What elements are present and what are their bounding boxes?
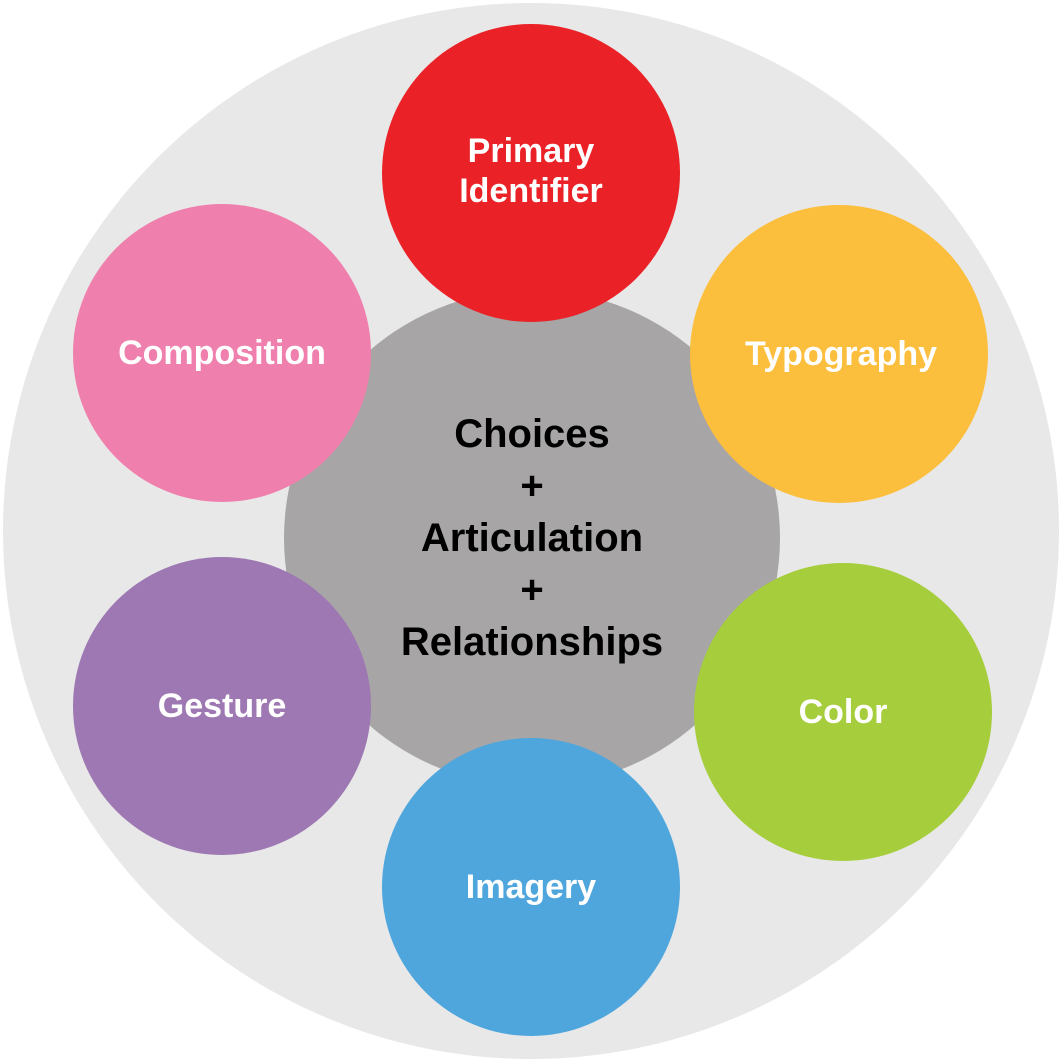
node-label-identifier: Identifier [459, 172, 603, 210]
node-label-typography: Typography [744, 335, 938, 373]
node-label-primary: Primary [467, 132, 595, 170]
node-imagery: Imagery [382, 738, 680, 1036]
center-line-articulation: Articulation [420, 516, 644, 560]
node-label-composition: Composition [118, 334, 326, 372]
node-typography: Typography [690, 205, 988, 503]
node-color: Color [694, 563, 992, 861]
center-line-plus-2: + [520, 568, 544, 612]
node-label-imagery: Imagery [465, 868, 597, 906]
center-line-plus-1: + [520, 464, 544, 508]
center-line-relationships: Relationships [400, 620, 664, 664]
center-line-choices: Choices [454, 412, 610, 456]
node-label-gesture: Gesture [157, 687, 287, 725]
node-primary-identifier: Primary Identifier [382, 24, 680, 322]
node-label-color: Color [798, 693, 888, 731]
node-composition: Composition [73, 204, 371, 502]
node-gesture: Gesture [73, 557, 371, 855]
